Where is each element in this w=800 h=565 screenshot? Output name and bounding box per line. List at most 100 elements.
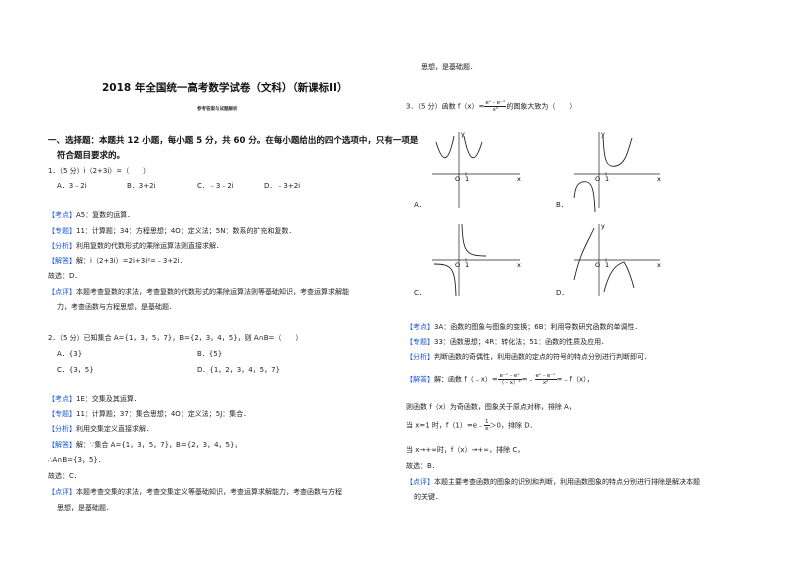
fenxi-text: 判断函数的奇偶性，利用函数的定点的符号的特点分别进行判断即可． bbox=[434, 353, 651, 361]
kaodian-tag: 【考点】 bbox=[48, 211, 76, 219]
jieda-prefix: 解：函数 f（﹣x）= bbox=[434, 375, 498, 384]
q2-jieda-cont: ∴A∩B={3，5}． bbox=[48, 456, 105, 464]
q2-jieda: 【解答】解：∵集合 A={1，3，5，7}，B={2，3，4，5}， bbox=[48, 440, 241, 450]
q2-answer: 故选：C． bbox=[48, 472, 81, 480]
zhuanti-tag: 【专题】 bbox=[48, 410, 76, 418]
graph-b-label: B． bbox=[556, 201, 568, 209]
origin-label: O bbox=[455, 261, 460, 269]
graph-b: O 1 x y bbox=[573, 130, 661, 213]
kaodian-text: 1E：交集及其运算． bbox=[76, 395, 141, 403]
y-axis-label: y bbox=[601, 222, 605, 230]
q2-dianping-cont: 思想，是基础题． bbox=[57, 504, 113, 512]
q1-answer: 故选：D． bbox=[48, 272, 82, 280]
frac-denominator: （﹣x）² bbox=[498, 380, 521, 386]
origin-label: O bbox=[595, 261, 600, 269]
zhuanti-text: 11：计算题；34：方程思想；4O：定义法；5N：数系的扩充和复数． bbox=[76, 227, 296, 235]
q1-zhuanti: 【专题】11：计算题；34：方程思想；4O：定义法；5N：数系的扩充和复数． bbox=[48, 226, 295, 236]
x1-prefix: 当 x=1 时，f（1）=e﹣ bbox=[406, 421, 485, 430]
dianping-text: 本题主要考查函数的图象的识别和判断，利用函数图象的特点分别进行排除是解决本题 bbox=[434, 478, 700, 486]
y-axis-label: y bbox=[601, 130, 605, 138]
x-axis-label: x bbox=[657, 261, 661, 269]
q1-option-a: A．3﹣2i bbox=[57, 182, 87, 190]
page-title: 2018 年全国统一高考数学试卷（文科）（新课标II） bbox=[102, 82, 348, 94]
q2-zhuanti: 【专题】11：计算题；37：集合思想；4O：定义法；5J：集合． bbox=[48, 409, 250, 419]
fenxi-text: 利用交集定义直接求解． bbox=[76, 425, 153, 433]
q2-dianping: 【点评】本题考查交集的求法，考查交集定义等基础知识，考查运算求解能力，考查函数与… bbox=[48, 487, 342, 497]
graph-c: O 1 x bbox=[432, 223, 521, 297]
q1-option-b: B．3+2i bbox=[127, 182, 156, 190]
graph-d: O 1 x y bbox=[573, 222, 661, 296]
frac-numerator: e⁻ˣ﹣eˣ bbox=[497, 373, 522, 380]
q3-stem-prefix: 3．（5 分）函数 f（x）= bbox=[406, 102, 485, 111]
kaodian-text: 3A：函数的图象与图象的变换；6B：利用导数研究函数的单调性． bbox=[434, 323, 642, 331]
q2-kaodian: 【考点】1E：交集及其运算． bbox=[48, 394, 141, 404]
frac-numerator: eˣ﹣e⁻ˣ bbox=[484, 100, 507, 107]
graph-c-label: C． bbox=[414, 289, 426, 297]
jieda-mid: =﹣ bbox=[521, 375, 535, 384]
dianping-tag: 【点评】 bbox=[48, 488, 76, 496]
q2-stem: 2．（5 分）已知集合 A={1，3，5，7}，B={2，3，4，5}，则 A∩… bbox=[48, 334, 303, 342]
jieda-fraction-1: e⁻ˣ﹣eˣ（﹣x）² bbox=[497, 373, 522, 386]
jieda-tag: 【解答】 bbox=[48, 441, 76, 449]
q2-option-d: D．{1，2，3，4，5，7} bbox=[197, 366, 281, 374]
dianping-text: 本题考查交集的求法，考查交集定义等基础知识，考查运算求解能力，考查函数与方程 bbox=[76, 488, 342, 496]
graph-d-label: D． bbox=[556, 289, 569, 297]
kaodian-text: A5：复数的运算． bbox=[76, 211, 135, 219]
q3-line-inf: 当 x→+∞时，f（x）→+∞，排除 C， bbox=[406, 446, 525, 454]
frac-numerator: 1 bbox=[484, 419, 490, 426]
fenxi-text: 利用复数的代数形式的乘除运算法则直接求解． bbox=[76, 242, 223, 250]
one-label: 1 bbox=[465, 261, 469, 269]
frac-numerator: eˣ﹣e⁻ˣ bbox=[534, 373, 557, 380]
fenxi-tag: 【分析】 bbox=[406, 353, 434, 361]
zhuanti-tag: 【专题】 bbox=[48, 227, 76, 235]
q3-answer: 故选：B． bbox=[406, 462, 439, 470]
zhuanti-text: 11：计算题；37：集合思想；4O：定义法；5J：集合． bbox=[76, 410, 251, 418]
jieda-tag: 【解答】 bbox=[406, 375, 434, 384]
zhuanti-text: 33：函数思想；4R：转化法；51：函数的性质及应用． bbox=[434, 338, 609, 346]
frac-denominator: x² bbox=[492, 107, 499, 113]
q2-option-a: A．{3} bbox=[57, 350, 83, 358]
frac-denominator: e bbox=[485, 426, 489, 432]
q2-option-c: C．{3，5} bbox=[57, 366, 94, 374]
zhuanti-tag: 【专题】 bbox=[406, 338, 434, 346]
q3-dianping-cont: 的关键． bbox=[414, 493, 442, 501]
continued-text: 思想，是基础题． bbox=[421, 63, 477, 71]
q3-dianping: 【点评】本题主要考查函数的图象的识别和判断，利用函数图象的特点分别进行排除是解决… bbox=[406, 477, 700, 487]
q1-dianping-cont: 力，考查函数与方程思想，是基础题． bbox=[57, 303, 176, 311]
jieda-suffix: =﹣f（x）， bbox=[556, 375, 594, 384]
fenxi-tag: 【分析】 bbox=[48, 242, 76, 250]
q1-kaodian: 【考点】A5：复数的运算． bbox=[48, 210, 134, 220]
one-label: 1 bbox=[465, 175, 469, 183]
origin-label: O bbox=[595, 175, 600, 183]
q1-fenxi: 【分析】利用复数的代数形式的乘除运算法则直接求解． bbox=[48, 241, 223, 251]
q1-option-c: C．﹣3﹣2i bbox=[197, 182, 234, 190]
q2-fenxi: 【分析】利用交集定义直接求解． bbox=[48, 424, 153, 434]
one-label: 1 bbox=[605, 261, 609, 269]
x1-suffix: ＞0，排除 D． bbox=[489, 421, 537, 430]
q3-stem-suffix: 的图象大致为（ ） bbox=[506, 102, 577, 111]
x-axis-label: x bbox=[657, 175, 661, 183]
y-axis-label: y bbox=[461, 130, 465, 138]
section-heading-line1: 一、选择题：本题共 12 小题，每小题 5 分，共 60 分。在每小题给出的四个… bbox=[48, 136, 419, 146]
frac-denominator: x² bbox=[542, 380, 549, 386]
q1-option-d: D．﹣3+2i bbox=[264, 182, 301, 190]
q3-zhuanti: 【专题】33：函数思想；4R：转化法；51：函数的性质及应用． bbox=[406, 337, 608, 347]
q1-dianping: 【点评】本题考查复数的求法，考查复数的代数形式的乘除运算法则等基础知识，考查运算… bbox=[48, 287, 349, 297]
graph-a: O 1 x y bbox=[432, 130, 521, 208]
jieda-text: 解：∵集合 A={1，3，5，7}，B={2，3，4，5}， bbox=[76, 441, 242, 449]
q1-stem: 1．（5 分）i（2+3i）=（ ） bbox=[48, 167, 151, 175]
fenxi-tag: 【分析】 bbox=[48, 425, 76, 433]
one-label: 1 bbox=[605, 175, 609, 183]
jieda-text: 解：i（2+3i）=2i+3i²=﹣3+2i． bbox=[76, 257, 187, 265]
q3-line-odd: 则函数 f（x）为奇函数，图象关于原点对称，排除 A， bbox=[406, 403, 576, 411]
origin-label: O bbox=[455, 175, 460, 183]
dianping-tag: 【点评】 bbox=[406, 478, 434, 486]
kaodian-tag: 【考点】 bbox=[48, 395, 76, 403]
q3-fenxi: 【分析】判断函数的奇偶性，利用函数的定点的符号的特点分别进行判断即可． bbox=[406, 352, 651, 362]
section-heading-line2: 符合题目要求的。 bbox=[57, 151, 126, 161]
